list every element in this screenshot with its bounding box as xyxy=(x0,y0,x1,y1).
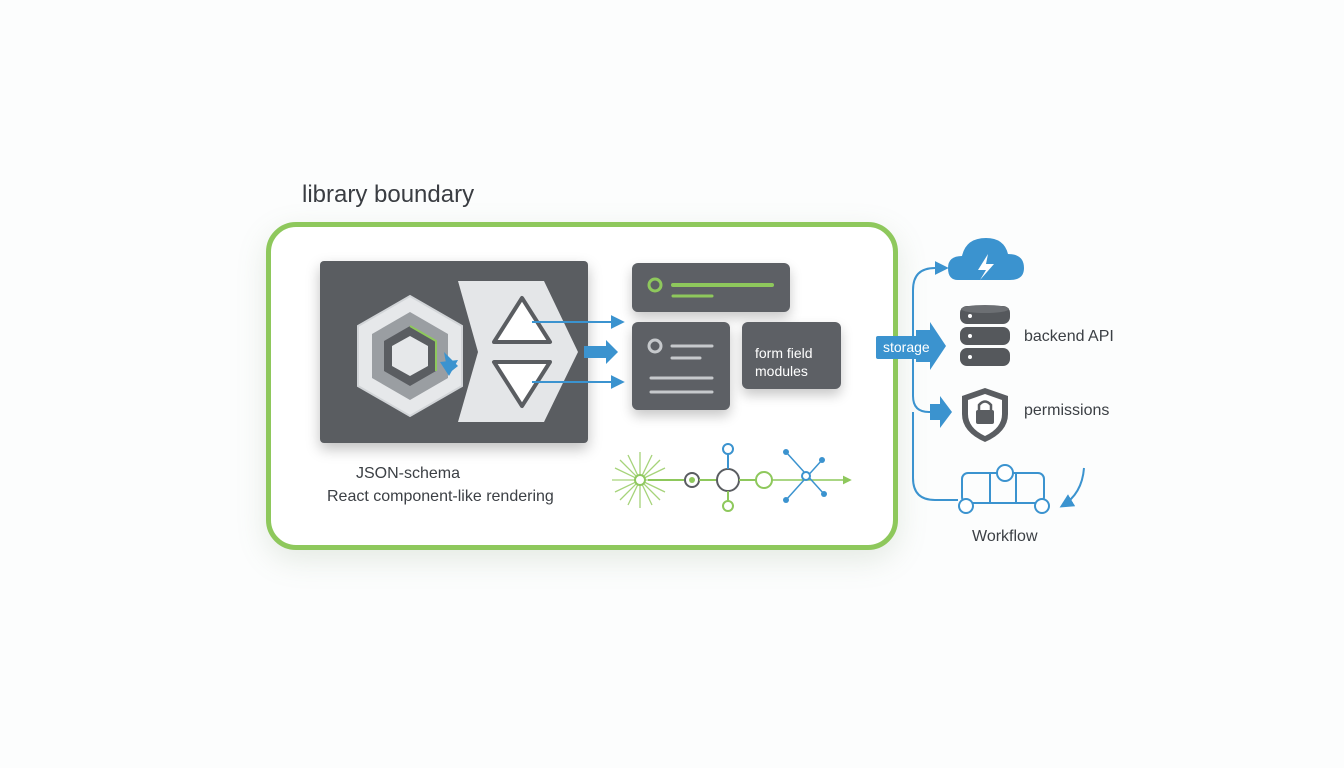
backend-connectors xyxy=(912,261,1085,508)
workflow-nodes-icon xyxy=(958,464,1050,514)
caption-rendering: React component-like rendering xyxy=(327,488,554,505)
form-field-modules-label: form field modules xyxy=(755,345,813,379)
workflow-label: Workflow xyxy=(972,528,1038,545)
engine-to-cards-arrow xyxy=(584,340,618,364)
hexagon-logo-icon xyxy=(357,294,463,418)
database-icon xyxy=(960,305,1010,366)
field-card-middle xyxy=(632,322,730,410)
node-network-graphic xyxy=(612,443,852,512)
backend-api-label: backend API xyxy=(1024,328,1114,345)
boundary-title: library boundary xyxy=(302,181,475,208)
permissions-label: permissions xyxy=(1024,402,1110,419)
storage-badge: storage xyxy=(876,336,937,359)
caption-json-schema: JSON-schema xyxy=(356,465,461,482)
form-field-modules-card: form field modules xyxy=(742,322,841,389)
shield-lock-icon xyxy=(962,388,1008,442)
cloud-lightning-icon xyxy=(948,238,1024,280)
field-card-top xyxy=(632,263,790,312)
up-down-triangles-icon xyxy=(458,281,578,422)
